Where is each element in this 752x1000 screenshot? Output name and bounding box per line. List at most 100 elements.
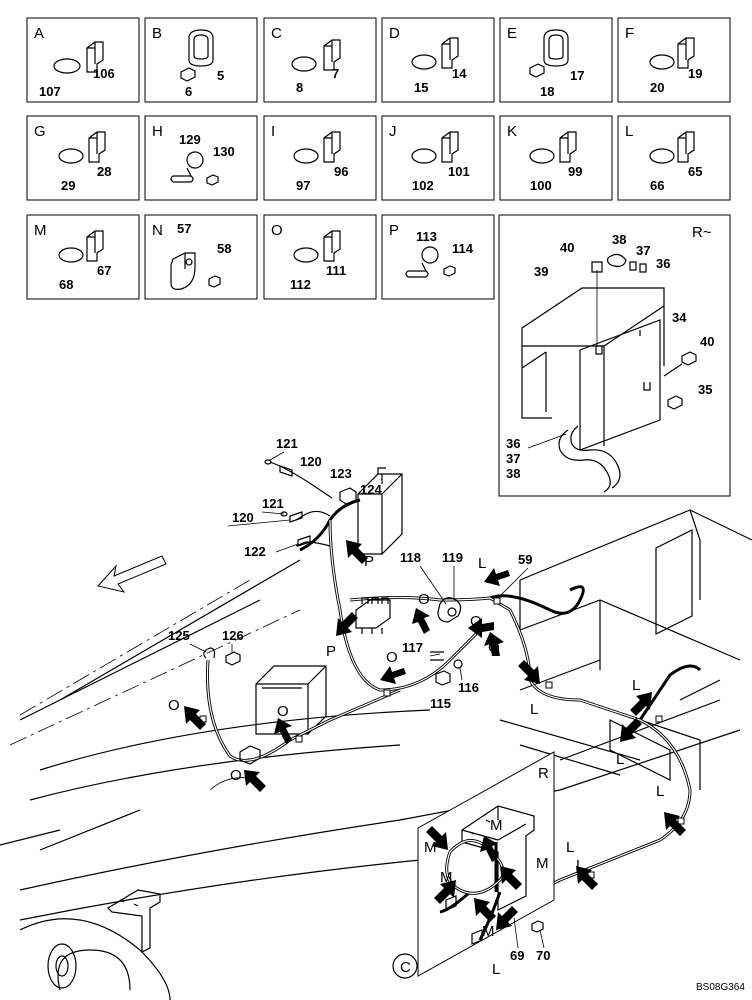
part-number: 102 [412,178,434,193]
part-number: 122 [244,544,266,559]
callout-label: O [418,591,430,608]
part-number: 40 [560,240,574,255]
detail-letter: L [625,123,633,140]
detail-box-r: R~ 40 38 37 36 39 34 40 35 36 37 38 [498,214,731,497]
detail-box-m: M 68 67 [26,214,140,300]
part-number: 107 [39,84,61,99]
part-number: 57 [177,221,191,236]
detail-box-c: C 8 7 [263,17,377,103]
callout-label: M [482,923,495,940]
part-number: 117 [402,640,423,655]
drawing-reference: BS08G364 [696,982,745,993]
part-number: 58 [217,241,231,256]
machine-frame [0,467,752,1000]
part-number: 18 [540,84,554,99]
part-number: 39 [534,264,548,279]
detail-box-p: P 113 114 [381,214,495,300]
part-number: 34 [672,310,687,325]
part-number: 96 [334,164,348,179]
callout-label: R [538,765,549,782]
detail-letter: P [389,222,399,239]
detail-letter: M [34,222,47,239]
detail-r-inset: R [417,751,555,977]
callout-label: L [656,783,664,800]
part-number: 7 [332,66,339,81]
part-number: 70 [536,948,550,963]
part-number: 114 [452,241,474,256]
part-number: 29 [61,178,75,193]
callout-label: L [566,839,574,856]
part-number: 19 [688,66,702,81]
part-number: 113 [416,229,437,244]
part-number: 69 [510,948,524,963]
part-number: 101 [448,164,470,179]
part-number: 37 [636,243,650,258]
part-number: 66 [650,178,664,193]
part-number: 99 [568,164,582,179]
part-number: 106 [93,66,115,81]
callout-label: P [364,553,374,570]
detail-letter: E [507,25,517,42]
detail-letter: D [389,25,400,42]
part-number: 67 [97,263,111,278]
callout-label: L [576,857,584,874]
main-part-numbers: 121 120 123 124 121 120 122 118 119 59 1… [168,436,550,963]
detail-letter: O [271,222,283,239]
pointer-arrows [184,540,686,930]
detail-box-g: G 29 28 [26,115,140,201]
detail-r-title: R~ [692,224,712,241]
direction-arrow [97,555,167,593]
callout-label: O [488,639,500,656]
part-number: 112 [290,277,311,292]
detail-box-n: N 57 58 [144,214,258,300]
part-number: 15 [414,80,428,95]
wiring-harness [199,459,702,962]
part-number: 120 [300,454,322,469]
callout-label: M [440,869,453,886]
part-number: 97 [296,178,310,193]
part-number: 115 [430,696,451,711]
part-number: 37 [506,451,520,466]
part-number: 65 [688,164,702,179]
detail-letter: J [389,123,397,140]
detail-box-f: F 20 19 [617,17,731,103]
part-number: 130 [213,144,235,159]
detail-letter: K [507,123,517,140]
detail-letter: G [34,123,46,140]
callout-label: P [326,643,336,660]
part-number: 20 [650,80,664,95]
detail-box-h: H 129 130 [144,115,258,201]
part-number: 36 [656,256,670,271]
part-number: 38 [506,466,520,481]
part-number: 14 [452,66,467,81]
part-number: 119 [442,550,463,565]
part-number: 125 [168,628,190,643]
part-number: 40 [700,334,714,349]
detail-box-k: K 100 99 [499,115,613,201]
detail-letter: I [271,123,275,140]
part-number: 116 [458,680,479,695]
callout-label: L [478,555,486,572]
part-number: 59 [518,552,532,567]
part-number: 100 [530,178,552,193]
part-number: 121 [262,496,284,511]
part-number: 111 [326,263,346,278]
part-number: 28 [97,164,111,179]
part-number: 35 [698,382,712,397]
callout-circle-c: C [392,953,418,979]
detail-box-l: L 66 65 [617,115,731,201]
detail-letter: N [152,222,163,239]
detail-box-e: E 17 18 [499,17,613,103]
callout-label: C [400,959,411,976]
callout-label: M [490,817,503,834]
callout-label: L [530,701,538,718]
callout-label: O [386,649,398,666]
callout-label: L [616,751,624,768]
part-number: 6 [185,84,192,99]
detail-letter: H [152,123,163,140]
part-number: 121 [276,436,298,451]
detail-box-i: I 97 96 [263,115,377,201]
detail-letter: F [625,25,634,42]
part-number: 36 [506,436,520,451]
